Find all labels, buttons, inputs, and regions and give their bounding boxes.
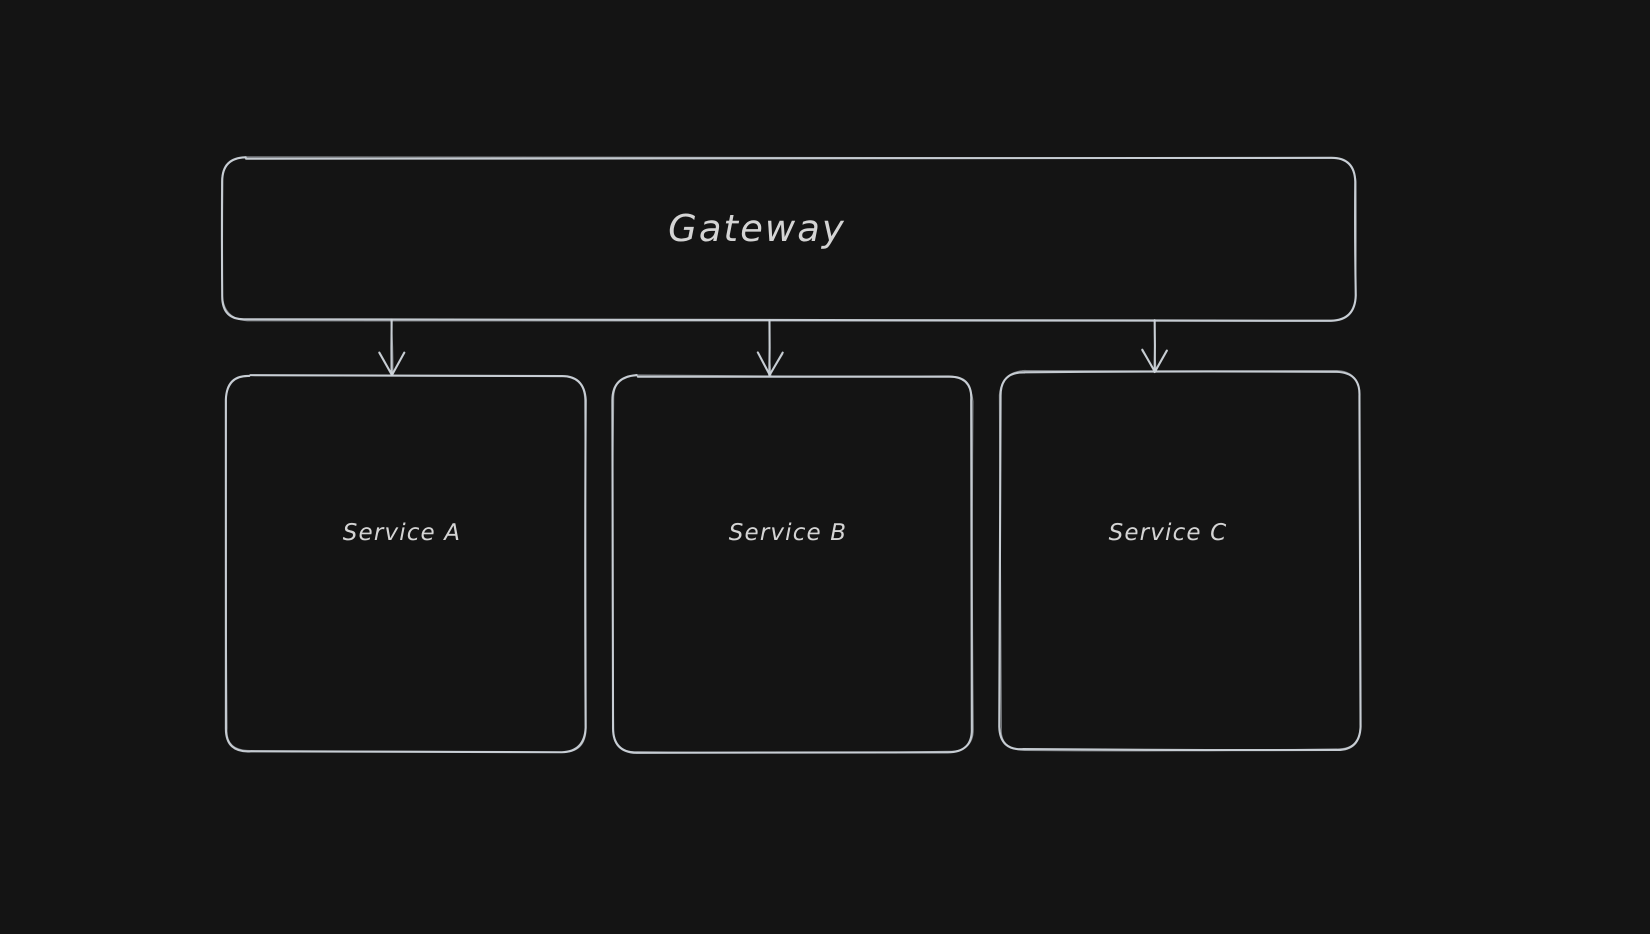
arrow-head	[378, 352, 405, 376]
arrow-shaft	[1153, 320, 1157, 372]
service-b-node[interactable]	[611, 374, 973, 754]
service-a-node[interactable]	[224, 374, 587, 754]
arrow-gateway-to-service-b[interactable]	[756, 319, 784, 377]
arrows-layer	[378, 318, 1168, 377]
arrow-head	[1141, 349, 1168, 373]
arrow-gateway-to-service-c[interactable]	[1141, 319, 1168, 374]
gateway-node[interactable]	[220, 156, 1357, 322]
service-c-node[interactable]	[998, 370, 1362, 752]
gateway-node[interactable]	[220, 156, 1357, 322]
service-c-node[interactable]	[998, 369, 1361, 752]
service-a-node[interactable]	[225, 374, 587, 753]
arrow-head	[757, 352, 784, 376]
shapes-layer	[220, 156, 1362, 754]
arrow-shaft	[768, 319, 772, 377]
arrow-shaft	[390, 318, 394, 376]
arrow-gateway-to-service-a[interactable]	[378, 318, 406, 377]
service-b-node[interactable]	[611, 374, 974, 754]
